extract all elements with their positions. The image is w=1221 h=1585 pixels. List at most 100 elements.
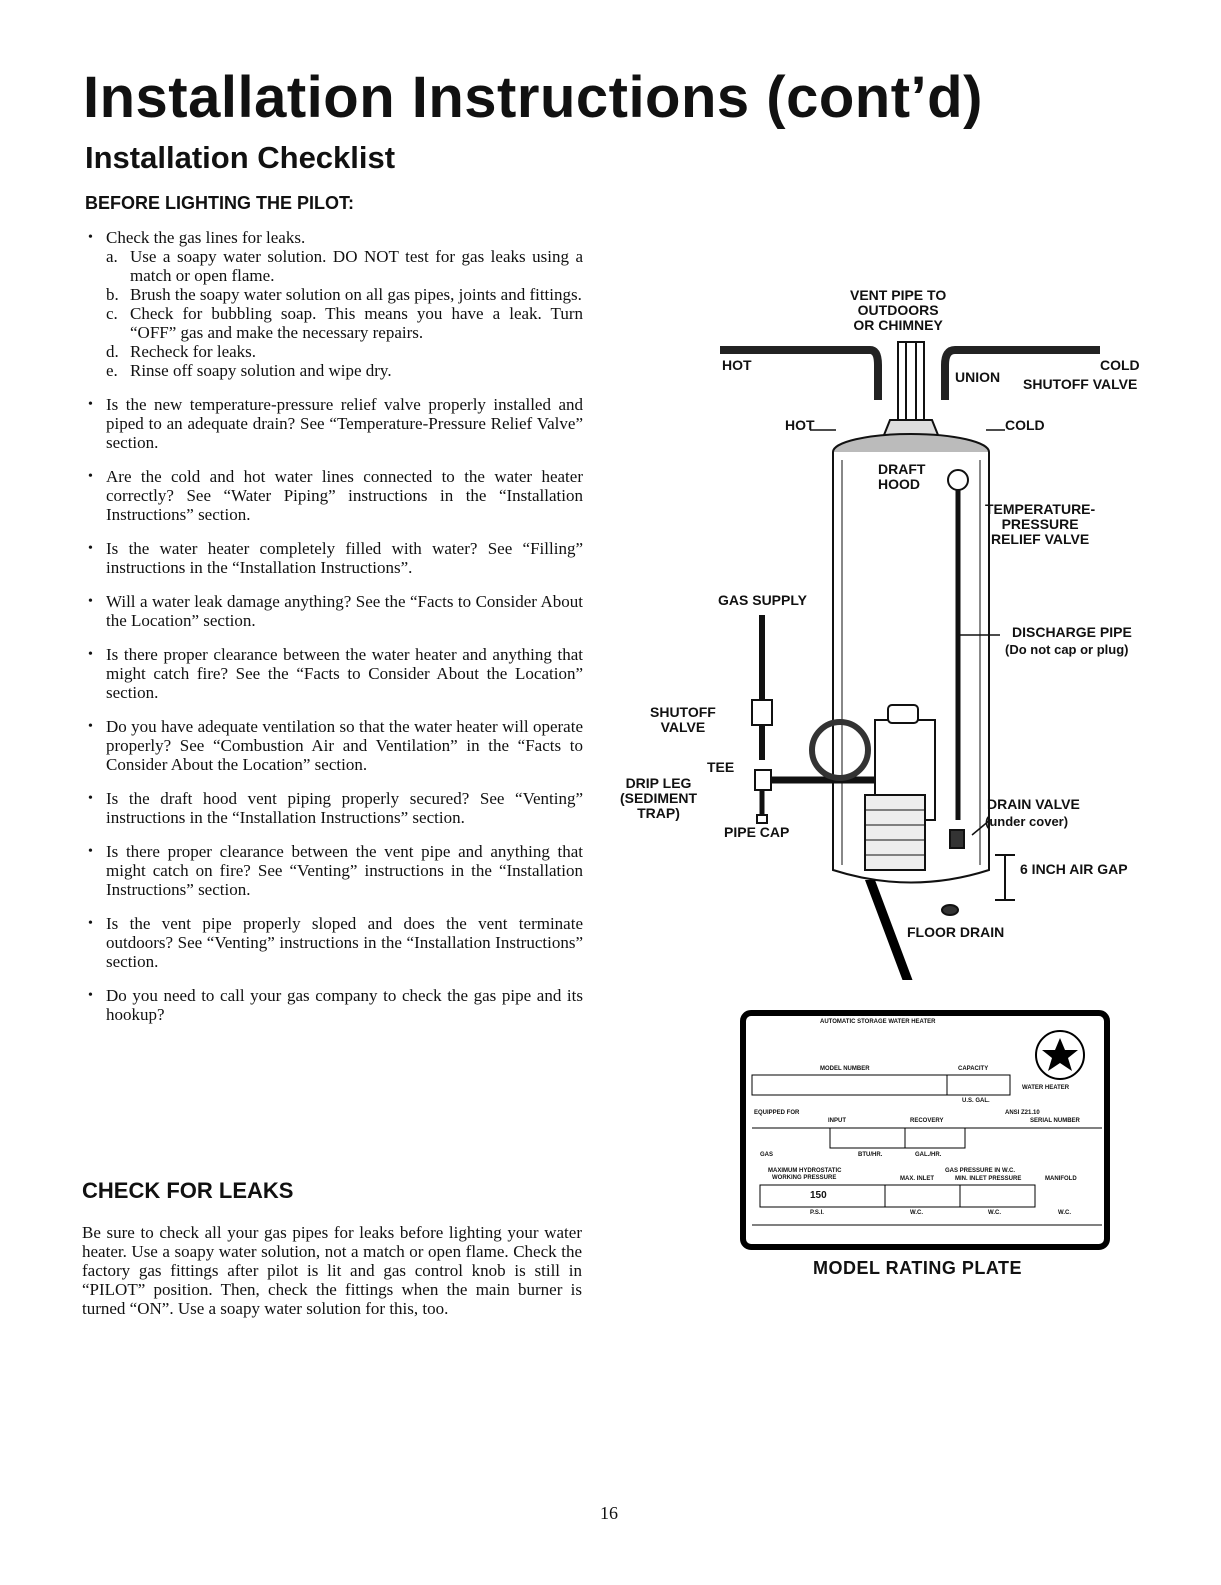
model-rating-plate: AUTOMATIC STORAGE WATER HEATER MODEL NUM…: [740, 1010, 1110, 1250]
union-label: UNION: [955, 369, 1001, 385]
plate-max-hydrostatic: MAXIMUM HYDROSTATIC: [768, 1168, 842, 1174]
checklist-item-text: Is the draft hood vent piping properly s…: [106, 789, 583, 827]
draft-hood-label: DRAFT HOOD: [878, 462, 925, 492]
plate-serial-number: SERIAL NUMBER: [1030, 1118, 1080, 1124]
plate-btu-hr: BTU/HR.: [858, 1152, 883, 1158]
vent-pipe-label-line: VENT PIPE TO: [850, 287, 947, 303]
air-gap-label: 6 INCH AIR GAP: [1020, 861, 1128, 877]
draft-hood-label-line: HOOD: [878, 476, 920, 492]
plate-working-pressure: WORKING PRESSURE: [772, 1175, 837, 1181]
checklist-item: Do you need to call your gas company to …: [88, 986, 583, 1024]
plate-psi: P.S.I.: [810, 1210, 824, 1216]
drain-valve-note: (under cover): [985, 814, 1069, 829]
tp-valve-label-line: TEMPERATURE-: [985, 501, 1096, 517]
plate-capacity: CAPACITY: [958, 1066, 989, 1072]
plate-ansi: ANSI Z21.10: [1005, 1110, 1040, 1116]
checklist-item-text: Do you need to call your gas company to …: [106, 986, 583, 1024]
discharge-pipe-label: DISCHARGE PIPE: [1012, 624, 1132, 640]
check-for-leaks-heading: CHECK FOR LEAKS: [82, 1178, 294, 1203]
pipe-cap-label: PIPE CAP: [724, 824, 790, 840]
checklist-item: Check the gas lines for leaks. a. Use a s…: [88, 228, 583, 380]
cold-inlet-label: COLD: [1100, 357, 1140, 373]
section-title: Installation Checklist: [85, 140, 396, 175]
plate-psi-value: 150: [810, 1190, 827, 1201]
checklist-item-text: Will a water leak damage anything? See t…: [106, 592, 583, 630]
tp-valve-label-line: RELIEF VALVE: [990, 531, 1090, 547]
leak-check-step: b. Brush the soapy water solution on all …: [106, 285, 583, 304]
tee-label: TEE: [707, 759, 735, 775]
step-letter: a.: [106, 247, 118, 266]
checklist-item-text: Is the new temperature-pressure relief v…: [106, 395, 583, 452]
vent-pipe-label-line: OUTDOORS: [857, 302, 939, 318]
floor-drain-label: FLOOR DRAIN: [907, 924, 1005, 940]
vent-pipe-label-line: OR CHIMNEY: [853, 317, 943, 333]
drip-leg-label-line: TRAP): [637, 805, 680, 821]
pilot-heading: BEFORE LIGHTING THE PILOT:: [85, 193, 354, 213]
step-text: Rinse off soapy solution and wipe dry.: [130, 361, 392, 380]
checklist-item: Do you have adequate ventilation so that…: [88, 717, 583, 774]
checklist-item: Is the water heater completely filled wi…: [88, 539, 583, 577]
checklist-item-text: Is the water heater completely filled wi…: [106, 539, 583, 577]
shutoff-valve-top-label: SHUTOFF VALVE: [1023, 376, 1138, 392]
discharge-pipe-note: (Do not cap or plug): [1005, 642, 1129, 657]
leak-check-step: e. Rinse off soapy solution and wipe dry.: [106, 361, 583, 380]
plate-recovery: RECOVERY: [910, 1118, 944, 1124]
step-letter: b.: [106, 285, 119, 304]
checklist-item-text: Check the gas lines for leaks.: [106, 228, 306, 247]
plate-wc: W.C.: [910, 1210, 923, 1216]
hot-label: HOT: [785, 417, 815, 433]
step-text: Brush the soapy water solution on all ga…: [130, 285, 582, 304]
checklist-item: Is the new temperature-pressure relief v…: [88, 395, 583, 452]
page-number: 16: [600, 1503, 618, 1523]
plate-wc: W.C.: [1058, 1210, 1071, 1216]
plate-model-number: MODEL NUMBER: [820, 1066, 870, 1072]
page-title: Installation Instructions (cont’d): [83, 65, 983, 130]
checklist-item: Is there proper clearance between the wa…: [88, 645, 583, 702]
step-letter: d.: [106, 342, 119, 361]
hot-outlet-label: HOT: [722, 357, 752, 373]
step-text: Use a soapy water solution. DO NOT test …: [130, 247, 583, 285]
drain-valve-label: DRAIN VALVE: [987, 796, 1080, 812]
rating-plate-frame: [740, 1010, 1110, 1250]
step-text: Recheck for leaks.: [130, 342, 257, 361]
checklist-item-text: Are the cold and hot water lines connect…: [106, 467, 583, 524]
leak-check-step: a. Use a soapy water solution. DO NOT tes…: [106, 247, 583, 285]
step-text: Check for bubbling soap. This means you …: [130, 304, 583, 342]
plate-manifold: MANIFOLD: [1045, 1176, 1077, 1182]
cold-label: COLD: [1005, 417, 1045, 433]
plate-gal-hr: GAL./HR.: [915, 1152, 942, 1158]
drip-leg-label-line: (SEDIMENT: [620, 790, 697, 806]
draft-hood-label-line: DRAFT: [878, 461, 926, 477]
step-letter: e.: [106, 361, 118, 380]
plate-wc: W.C.: [988, 1210, 1001, 1216]
installation-checklist: Check the gas lines for leaks. a. Use a s…: [88, 228, 583, 1039]
plate-input: INPUT: [828, 1118, 846, 1124]
shutoff-valve-label: SHUTOFF VALVE: [650, 705, 716, 735]
checklist-item: Is the draft hood vent piping properly s…: [88, 789, 583, 827]
leak-check-steps: a. Use a soapy water solution. DO NOT tes…: [106, 247, 583, 380]
tp-relief-valve-label: TEMPERATURE- PRESSURE RELIEF VALVE: [985, 502, 1095, 547]
vent-pipe-label: VENT PIPE TO OUTDOORS OR CHIMNEY: [850, 288, 946, 333]
rating-plate-caption: MODEL RATING PLATE: [813, 1258, 1022, 1278]
checklist-item: Is there proper clearance between the ve…: [88, 842, 583, 899]
plate-gas: GAS: [760, 1152, 774, 1158]
checklist-item: Are the cold and hot water lines connect…: [88, 467, 583, 524]
plate-equipped-for: EQUIPPED FOR: [754, 1110, 800, 1116]
shutoff-label-line: VALVE: [660, 719, 706, 735]
checklist-item-text: Is there proper clearance between the ve…: [106, 842, 583, 899]
leak-check-step: d. Recheck for leaks.: [106, 342, 583, 361]
gas-supply-label: GAS SUPPLY: [718, 592, 807, 608]
plate-us-gal: U.S. GAL.: [962, 1098, 990, 1104]
plate-max-inlet: MAX. INLET: [900, 1176, 934, 1182]
plate-water-heater: WATER HEATER: [1022, 1085, 1070, 1091]
plate-header: AUTOMATIC STORAGE WATER HEATER: [820, 1019, 936, 1025]
drip-leg-label-line: DRIP LEG: [625, 775, 692, 791]
leak-check-step: c. Check for bubbling soap. This means yo…: [106, 304, 583, 342]
plate-gas-pressure: GAS PRESSURE IN W.C.: [945, 1168, 1016, 1174]
checklist-item-text: Do you have adequate ventilation so that…: [106, 717, 583, 774]
shutoff-label-line: SHUTOFF: [650, 704, 716, 720]
checklist-item-text: Is there proper clearance between the wa…: [106, 645, 583, 702]
step-letter: c.: [106, 304, 118, 323]
tp-valve-label-line: PRESSURE: [1001, 516, 1079, 532]
drip-leg-label: DRIP LEG (SEDIMENT TRAP): [620, 776, 697, 821]
